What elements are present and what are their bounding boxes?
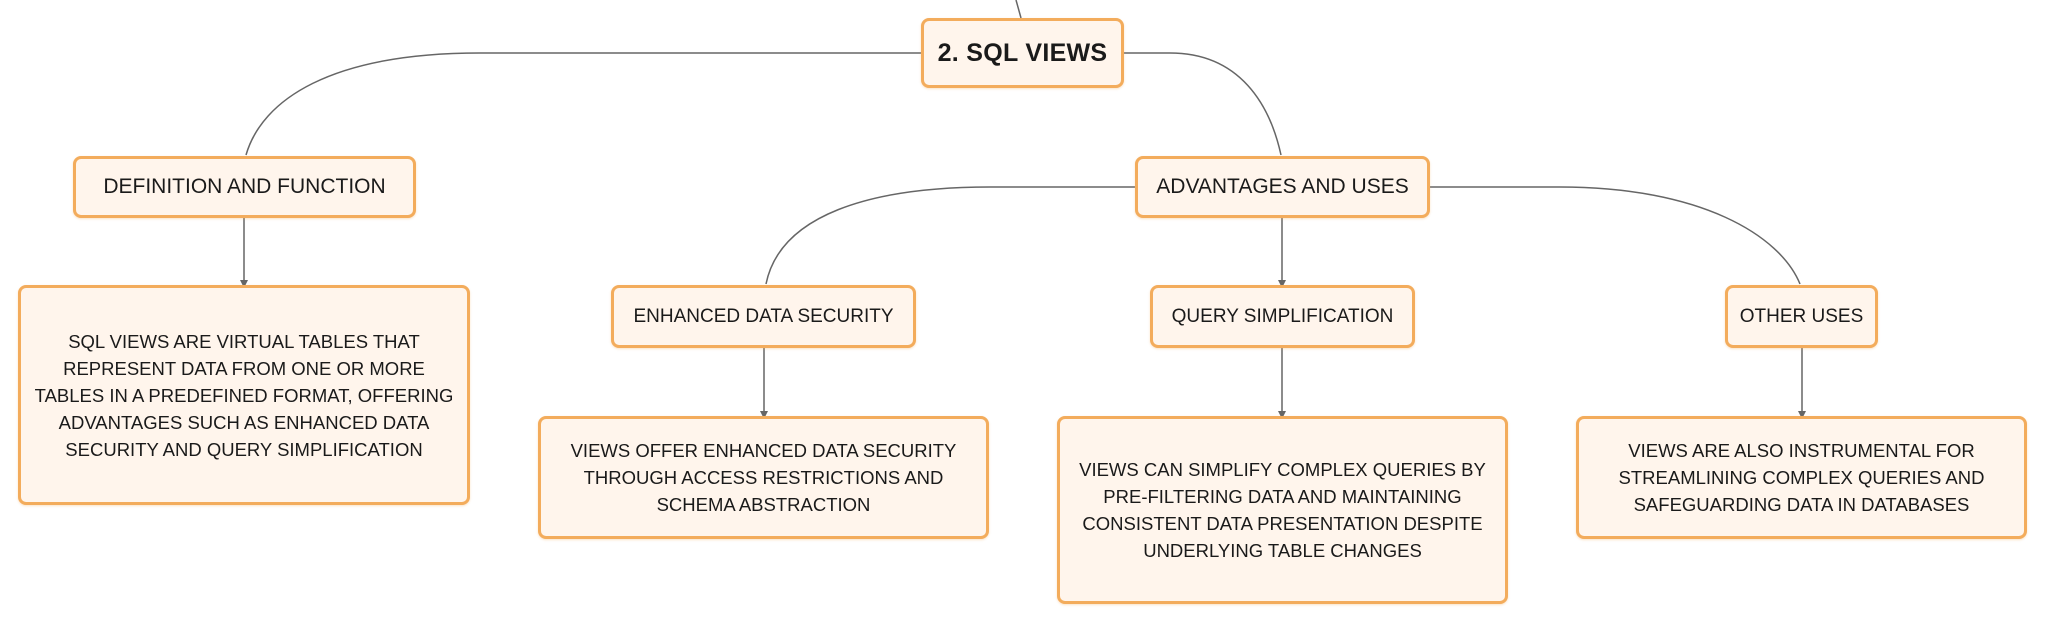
other-uses-label: OTHER USES <box>1739 305 1864 327</box>
edge-root-to-advantages <box>1124 52 1282 156</box>
advantages-node[interactable]: ADVANTAGES AND USES <box>1135 156 1430 218</box>
security-node[interactable]: ENHANCED DATA SECURITY <box>611 285 916 348</box>
root-label: 2. SQL VIEWS <box>937 38 1108 67</box>
simplification-label: QUERY SIMPLIFICATION <box>1171 305 1394 327</box>
simplification-detail-text: VIEWS CAN SIMPLIFY COMPLEX QUERIES BY PR… <box>1079 459 1486 561</box>
other-uses-detail-text: VIEWS ARE ALSO INSTRUMENTAL FOR STREAMLI… <box>1618 440 1985 515</box>
edge-root-to-definition <box>245 52 921 156</box>
security-detail-node[interactable]: VIEWS OFFER ENHANCED DATA SECURITY THROU… <box>538 416 989 539</box>
root-node[interactable]: 2. SQL VIEWS <box>921 18 1124 88</box>
definition-detail-node[interactable]: SQL VIEWS ARE VIRTUAL TABLES THAT REPRES… <box>18 285 470 505</box>
definition-node[interactable]: DEFINITION AND FUNCTION <box>73 156 416 218</box>
definition-detail-text: SQL VIEWS ARE VIRTUAL TABLES THAT REPRES… <box>34 330 454 460</box>
definition-label: DEFINITION AND FUNCTION <box>103 175 386 198</box>
simplification-node[interactable]: QUERY SIMPLIFICATION <box>1150 285 1415 348</box>
other-uses-node[interactable]: OTHER USES <box>1725 285 1878 348</box>
edge-parent-to-root <box>1015 0 1022 19</box>
simplification-detail-node[interactable]: VIEWS CAN SIMPLIFY COMPLEX QUERIES BY PR… <box>1057 416 1508 604</box>
security-detail-text: VIEWS OFFER ENHANCED DATA SECURITY THROU… <box>570 440 957 515</box>
other-uses-detail-node[interactable]: VIEWS ARE ALSO INSTRUMENTAL FOR STREAMLI… <box>1576 416 2027 539</box>
edge-advantages-to-other <box>1430 186 1801 285</box>
edge-advantages-to-security <box>765 186 1136 285</box>
advantages-label: ADVANTAGES AND USES <box>1156 175 1409 198</box>
security-label: ENHANCED DATA SECURITY <box>633 305 894 327</box>
